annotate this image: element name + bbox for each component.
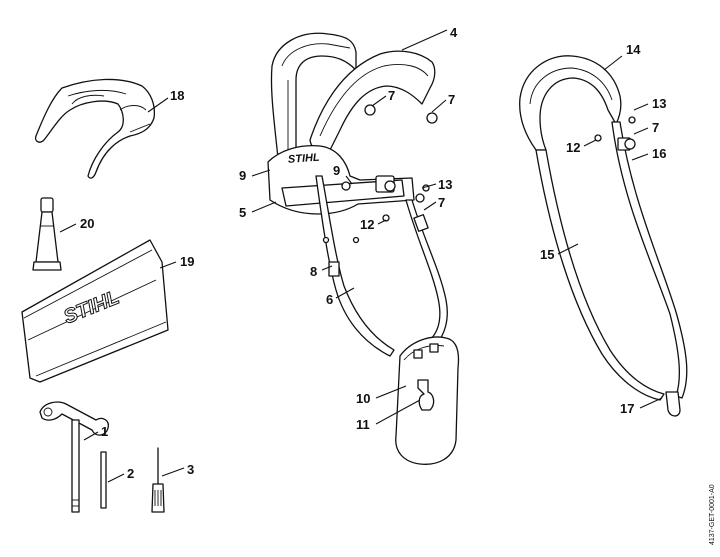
leader-lines [59,29,663,483]
callout-17: 17 [620,401,634,416]
callout-14: 14 [626,42,641,57]
callout-2: 2 [127,466,134,481]
callout-13: 13 [438,177,452,192]
safety-glasses-part [34,78,156,179]
single-shoulder-strap-assembly [519,55,688,417]
callout-5: 5 [239,205,246,220]
grease-tube-part [32,197,62,271]
callout-8: 8 [310,264,317,279]
combination-wrench-part [39,401,109,513]
callout-12: 12 [360,217,374,232]
callout-11: 11 [356,417,370,432]
callout-10: 10 [356,391,370,406]
callout-19: 19 [180,254,194,269]
callout-7: 7 [388,88,395,103]
callout-7: 7 [438,195,445,210]
callout-13: 13 [652,96,666,111]
callout-20: 20 [80,216,94,231]
callout-3: 3 [187,462,194,477]
callout-labels: 4 7 7 9 5 9 13 7 12 8 6 10 11 14 13 7 12… [80,25,666,481]
callout-16: 16 [652,146,666,161]
callout-4: 4 [450,25,458,40]
tool-pouch-part: STIHL [21,239,169,383]
callout-9: 9 [239,168,246,183]
callout-6: 6 [326,292,333,307]
callout-9: 9 [333,163,340,178]
harness-brand-mark: STIHL [288,152,321,166]
callout-15: 15 [540,247,554,262]
full-harness-assembly: STIHL [267,32,460,465]
callout-7: 7 [652,120,659,135]
pin-part [100,451,107,509]
callout-18: 18 [170,88,184,103]
callout-12: 12 [566,140,580,155]
callout-7: 7 [448,92,455,107]
document-id: 4137-GET-0001-A0 [709,484,716,545]
callout-1: 1 [101,424,108,439]
screwdriver-part [151,447,165,513]
